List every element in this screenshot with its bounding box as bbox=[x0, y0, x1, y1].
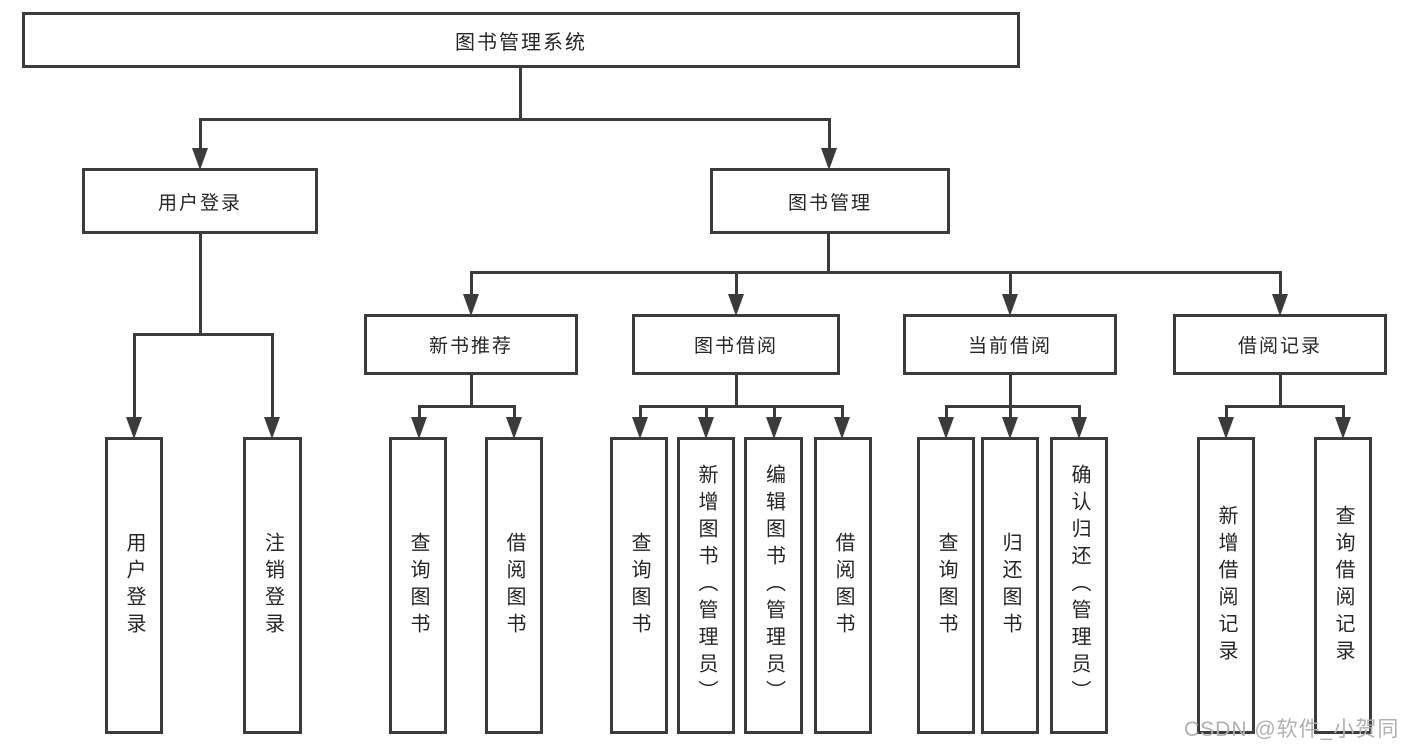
arrow-down-icon bbox=[728, 294, 744, 316]
connector-book-mgmt-drop bbox=[827, 232, 830, 274]
leaf-return-book: 归还图书 bbox=[981, 437, 1039, 734]
connector-stem bbox=[945, 405, 948, 421]
arrow-down-icon bbox=[1335, 417, 1351, 439]
node-book-borrowing: 图书借阅 bbox=[632, 314, 840, 375]
arrow-down-icon bbox=[126, 417, 142, 439]
leaf-borrow-books: 借阅图书 bbox=[814, 437, 872, 734]
leaf-query-books-borrowing: 查询图书 bbox=[610, 437, 668, 734]
leaf-borrow-books-recommend: 借阅图书 bbox=[485, 437, 543, 734]
arrow-down-icon bbox=[834, 417, 850, 439]
arrow-down-icon bbox=[938, 417, 954, 439]
node-library-management-system: 图书管理系统 bbox=[22, 12, 1020, 68]
leaf-query-books-recommend: 查询图书 bbox=[389, 437, 447, 734]
connector-bus bbox=[945, 405, 1080, 408]
node-book-management: 图书管理 bbox=[710, 168, 950, 234]
connector-drop bbox=[1279, 373, 1282, 408]
node-user-login: 用户登录 bbox=[82, 168, 318, 234]
connector-stem bbox=[705, 405, 708, 421]
connector-stem bbox=[1078, 405, 1081, 421]
arrow-down-icon bbox=[698, 417, 714, 439]
connector-drop bbox=[735, 373, 738, 408]
connector-stem bbox=[133, 333, 136, 421]
arrow-down-icon bbox=[192, 148, 208, 170]
node-borrowing-records: 借阅记录 bbox=[1173, 314, 1387, 375]
leaf-confirm-return-admin: 确认归还（管理员） bbox=[1050, 437, 1108, 734]
connector-root-bus bbox=[199, 118, 831, 121]
connector-root-drop bbox=[519, 66, 522, 121]
csdn-watermark: CSDN @软件_小贺同学 bbox=[1184, 718, 1400, 741]
arrow-down-icon bbox=[411, 417, 427, 439]
connector-bus bbox=[639, 405, 844, 408]
connector-stem bbox=[735, 271, 738, 298]
connector-book-mgmt-bus bbox=[470, 271, 1282, 274]
arrow-down-icon bbox=[1002, 294, 1018, 316]
connector-user-login-drop bbox=[199, 232, 202, 336]
connector-stem bbox=[271, 333, 274, 421]
arrow-down-icon bbox=[264, 417, 280, 439]
arrow-down-icon bbox=[821, 148, 837, 170]
connector-stem bbox=[418, 405, 421, 421]
connector-stem bbox=[1009, 405, 1012, 421]
connector-bus bbox=[418, 405, 516, 408]
connector-stem bbox=[513, 405, 516, 421]
arrow-down-icon bbox=[1071, 417, 1087, 439]
connector-stem bbox=[1225, 405, 1228, 421]
arrow-down-icon bbox=[506, 417, 522, 439]
connector-user-login-bus bbox=[133, 333, 274, 336]
node-current-borrowing: 当前借阅 bbox=[903, 314, 1117, 375]
leaf-logout: 注销登录 bbox=[243, 437, 302, 734]
arrow-down-icon bbox=[1218, 417, 1234, 439]
node-new-book-recommendation: 新书推荐 bbox=[364, 314, 578, 375]
arrow-down-icon bbox=[1272, 294, 1288, 316]
leaf-user-login: 用户登录 bbox=[105, 437, 163, 734]
connector-drop bbox=[1009, 373, 1012, 408]
connector-stem bbox=[841, 405, 844, 421]
leaf-add-borrow-record: 新增借阅记录 bbox=[1197, 437, 1255, 734]
connector-stem bbox=[470, 271, 473, 298]
connector-stem bbox=[199, 118, 202, 152]
leaf-query-borrow-record: 查询借阅记录 bbox=[1314, 437, 1372, 734]
connector-stem bbox=[639, 405, 642, 421]
leaf-add-book-admin: 新增图书（管理员） bbox=[677, 437, 735, 734]
connector-stem bbox=[828, 118, 831, 152]
arrow-down-icon bbox=[463, 294, 479, 316]
leaf-query-books-current: 查询图书 bbox=[917, 437, 975, 734]
connector-bus bbox=[1225, 405, 1344, 408]
arrow-down-icon bbox=[766, 417, 782, 439]
connector-stem bbox=[1009, 271, 1012, 298]
connector-drop bbox=[470, 373, 473, 408]
leaf-edit-book-admin: 编辑图书（管理员） bbox=[744, 437, 803, 734]
arrow-down-icon bbox=[632, 417, 648, 439]
connector-stem bbox=[1279, 271, 1282, 298]
arrow-down-icon bbox=[1002, 417, 1018, 439]
connector-stem bbox=[1342, 405, 1345, 421]
connector-stem bbox=[773, 405, 776, 421]
